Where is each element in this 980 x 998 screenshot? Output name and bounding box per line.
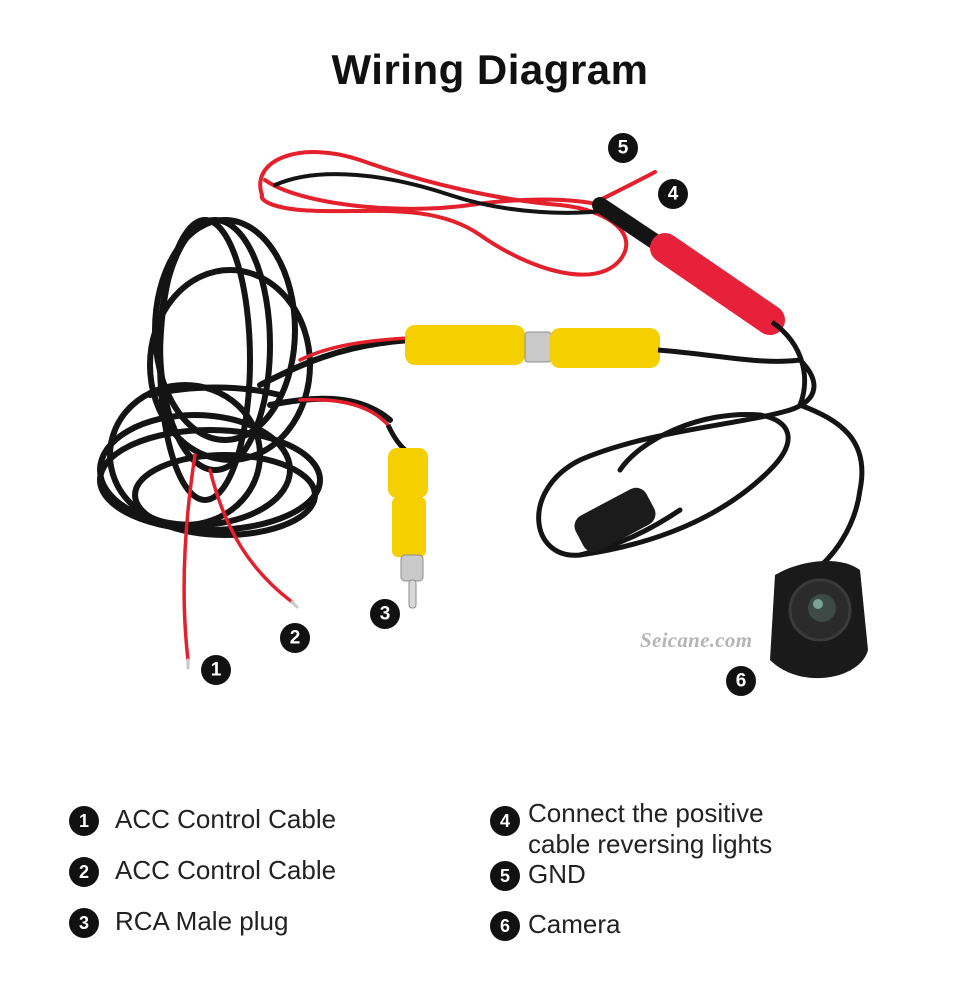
- inline-module: [574, 487, 656, 553]
- svg-text:1: 1: [211, 660, 222, 681]
- marker-6: 6: [726, 666, 756, 696]
- power-connector: [592, 197, 808, 406]
- legend-number: 6: [490, 911, 520, 941]
- legend-item-6: 6 Camera: [490, 909, 620, 941]
- legend-number: 5: [490, 861, 520, 891]
- legend-item-4: 4 Connect the positive cable reversing l…: [490, 798, 820, 860]
- legend-item-3: 3 RCA Male plug: [69, 906, 288, 938]
- legend-item-1: 1 ACC Control Cable: [69, 804, 336, 836]
- svg-text:3: 3: [380, 604, 391, 625]
- legend-number: 4: [490, 806, 520, 836]
- legend-label: RCA Male plug: [115, 906, 289, 936]
- legend-number: 3: [69, 908, 99, 938]
- legend-label: ACC Control Cable: [115, 855, 337, 885]
- watermark: Seicane.com: [640, 628, 753, 652]
- marker-5: 5: [608, 133, 638, 163]
- marker-3: 3: [370, 599, 400, 629]
- rca-coupling: [405, 325, 801, 368]
- black-cable-loop-top: [273, 172, 612, 215]
- legend-number: 1: [69, 806, 99, 836]
- wire-tips: [186, 600, 299, 670]
- svg-text:5: 5: [618, 138, 629, 159]
- red-cable-loop: [258, 150, 657, 277]
- acc-red-wires: [182, 336, 412, 662]
- page-title: Wiring Diagram: [331, 46, 649, 93]
- marker-2: 2: [280, 623, 310, 653]
- legend-label: Camera: [528, 909, 621, 939]
- svg-text:4: 4: [668, 184, 679, 205]
- legend-label: ACC Control Cable: [115, 804, 337, 834]
- legend-item-5: 5 GND: [490, 859, 586, 891]
- black-cable-coil: [97, 217, 413, 538]
- legend-item-2: 2 ACC Control Cable: [69, 855, 336, 887]
- svg-text:6: 6: [736, 671, 747, 692]
- rca-male-plug: [385, 423, 428, 609]
- legend-label: GND: [528, 859, 586, 889]
- legend-label: Connect the positive cable reversing lig…: [528, 798, 773, 859]
- legend-number: 2: [69, 857, 99, 887]
- camera-body: [770, 560, 868, 679]
- svg-text:2: 2: [290, 628, 301, 649]
- marker-1: 1: [201, 655, 231, 685]
- marker-4: 4: [658, 179, 688, 209]
